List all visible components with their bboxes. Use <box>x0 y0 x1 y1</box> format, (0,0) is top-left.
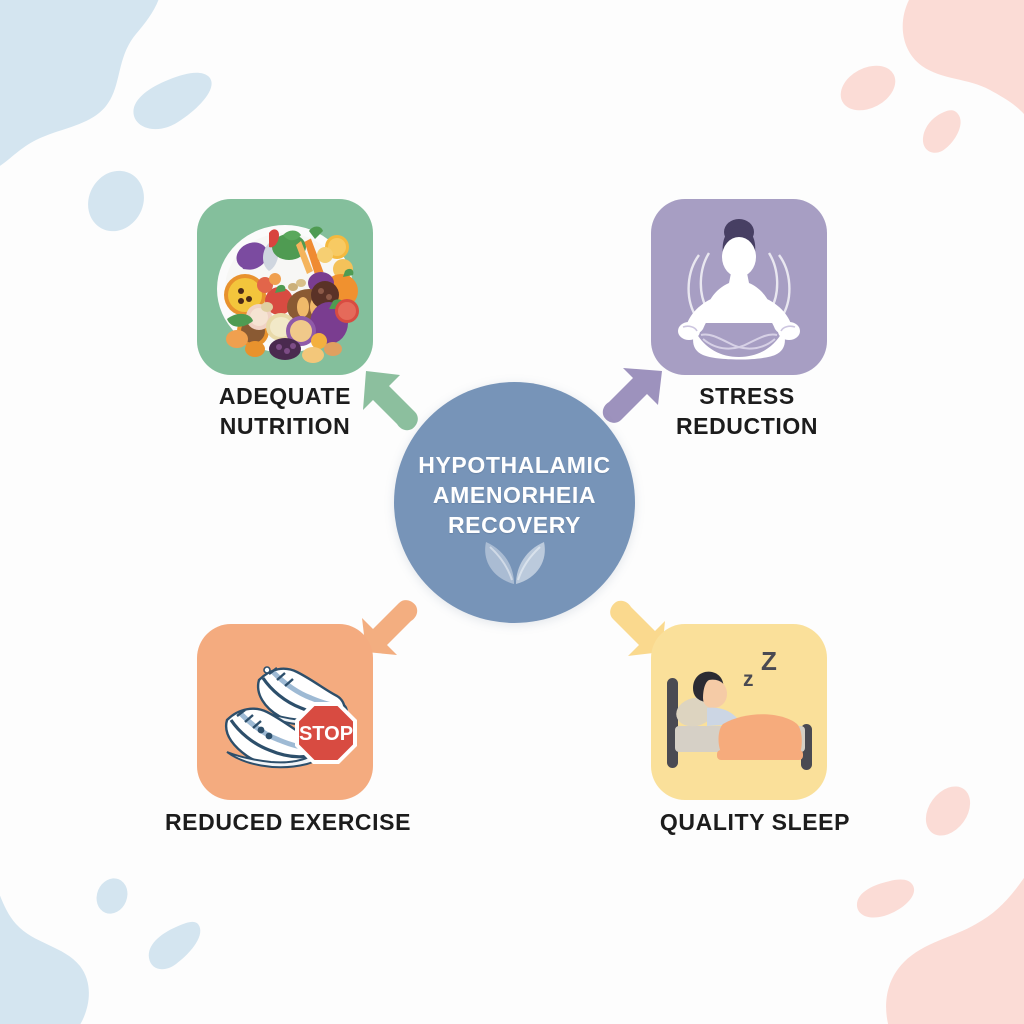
blob-droplet-top-right-2 <box>922 110 961 153</box>
blob-droplet-bottom-left-1 <box>96 878 128 914</box>
arrow-to-stress <box>602 368 662 423</box>
blob-droplet-bottom-left-2 <box>148 921 201 970</box>
center-node[interactable]: HYPOTHALAMIC AMENORHEIA RECOVERY <box>394 382 635 623</box>
tile-stress-reduction[interactable] <box>651 199 827 375</box>
running-shoes-stop-sign-icon: STOP <box>224 666 357 769</box>
arrow-to-nutrition <box>363 371 418 431</box>
tile-reduced-exercise[interactable]: STOP <box>197 624 373 800</box>
label-stress-reduction: STRESS REDUCTION <box>675 383 819 439</box>
blob-bottom-left-blue <box>0 895 89 1024</box>
label-quality-sleep: QUALITY SLEEP <box>659 809 851 835</box>
meditating-person-icon <box>678 219 800 360</box>
blob-bottom-right-pink <box>886 877 1024 1024</box>
blob-top-right-pink <box>902 0 1024 114</box>
tile-adequate-nutrition[interactable] <box>197 199 373 375</box>
person-sleeping-in-bed-icon: z Z <box>667 646 812 770</box>
blob-droplet-top-left-2 <box>88 170 144 232</box>
plate-of-vegetables-icon <box>217 225 359 363</box>
blob-droplet-top-right-1 <box>840 65 896 111</box>
stop-sign-text: STOP <box>299 723 353 745</box>
sleep-z-large: Z <box>761 646 777 676</box>
blob-droplet-bottom-right-1 <box>925 786 971 836</box>
blob-droplet-top-left-1 <box>133 72 212 130</box>
tile-quality-sleep[interactable]: z Z <box>651 624 827 800</box>
leaf-motif-icon <box>484 542 545 584</box>
label-adequate-nutrition: ADEQUATE NUTRITION <box>218 383 352 439</box>
arrow-to-exercise <box>362 600 418 655</box>
label-reduced-exercise: REDUCED EXERCISE <box>164 809 412 835</box>
blob-droplet-bottom-right-2 <box>856 879 915 918</box>
arrow-to-sleep <box>610 600 665 656</box>
sleep-z-small: z <box>743 668 754 691</box>
center-title: HYPOTHALAMIC AMENORHEIA RECOVERY <box>418 451 611 538</box>
blob-top-left-blue <box>0 0 159 166</box>
